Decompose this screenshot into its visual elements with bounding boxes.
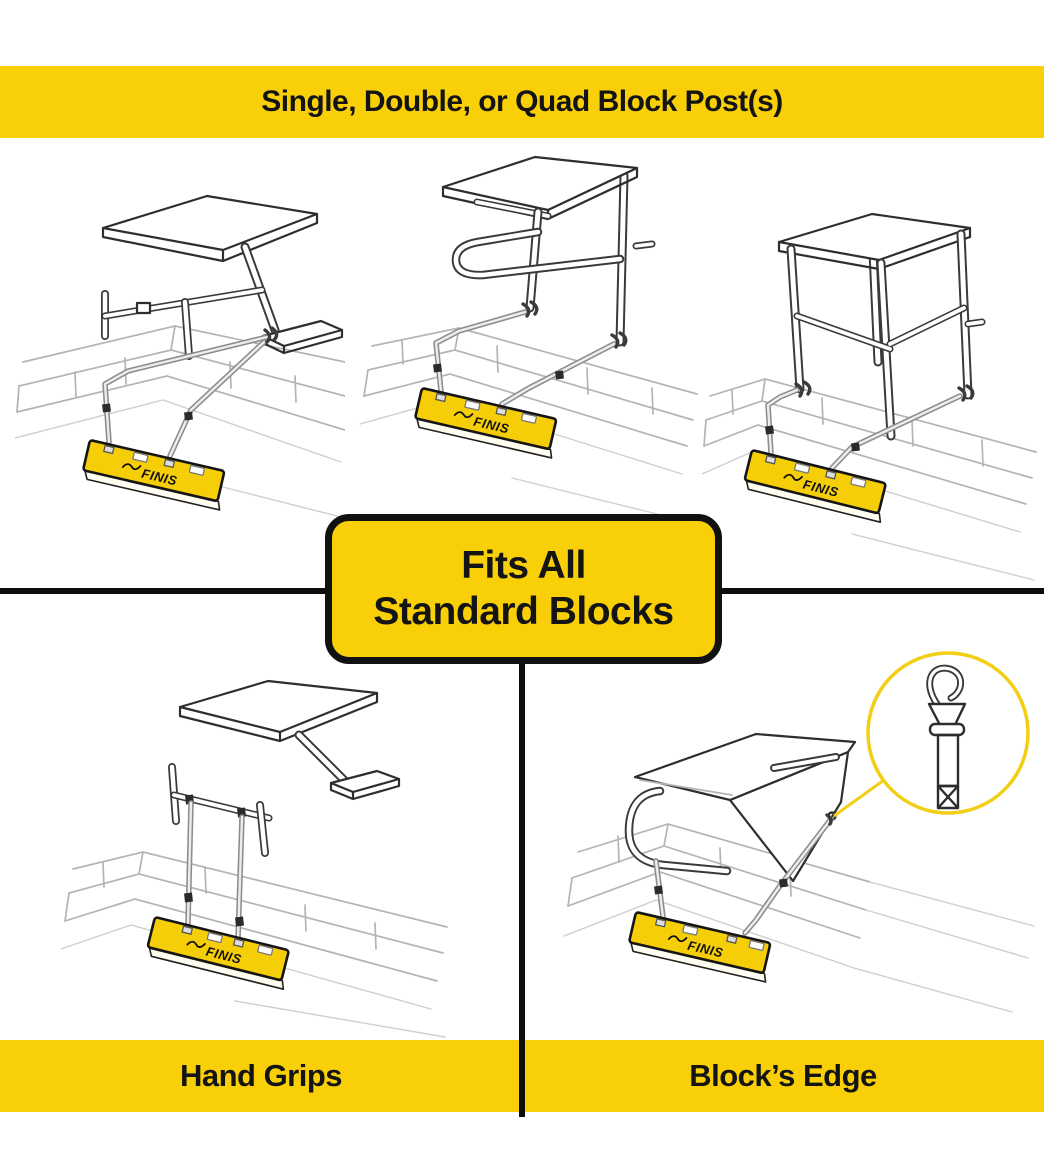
illustration-double-post-block: FINIS (359, 155, 698, 525)
starting-block (101, 194, 344, 360)
s-hook-strap-icon (926, 664, 967, 810)
vertical-divider (519, 652, 525, 1117)
mounting-straps (184, 800, 245, 942)
illustration-single-post-block: FINIS (15, 194, 345, 519)
finis-wedge: FINIS (414, 387, 558, 459)
illustration-blocks-edge: FINIS (563, 651, 1035, 1013)
fits-all-badge: Fits All Standard Blocks (325, 514, 722, 664)
blocks-edge-label: Block’s Edge (689, 1058, 877, 1093)
illustration-hand-grips: FINIS (60, 679, 448, 1038)
mounting-straps (102, 326, 279, 459)
finis-wedge: FINIS (743, 449, 887, 523)
starting-block (168, 679, 401, 857)
hook-detail-callout (833, 651, 1030, 818)
illustration-quad-post-block: FINIS (702, 212, 1037, 581)
pool-deck (702, 378, 1037, 581)
finis-wedge: FINIS (82, 439, 226, 511)
mounting-straps (433, 300, 628, 407)
finis-wedge: FINIS (146, 916, 290, 990)
callout-leader-line (833, 778, 885, 818)
top-banner-label: Single, Double, or Quad Block Post(s) (261, 85, 783, 118)
hand-grips-label: Hand Grips (179, 1058, 343, 1093)
top-banner: Single, Double, or Quad Block Post(s) (0, 66, 1044, 138)
starting-block (441, 155, 656, 347)
starting-block (624, 732, 857, 883)
pool-deck (60, 851, 448, 1038)
mounting-straps (653, 813, 834, 936)
starting-block (777, 212, 986, 441)
mounting-straps (765, 380, 975, 471)
badge-line-2: Standard Blocks (373, 590, 674, 633)
finis-wedge: FINIS (628, 911, 772, 983)
badge-line-1: Fits All (461, 544, 586, 587)
